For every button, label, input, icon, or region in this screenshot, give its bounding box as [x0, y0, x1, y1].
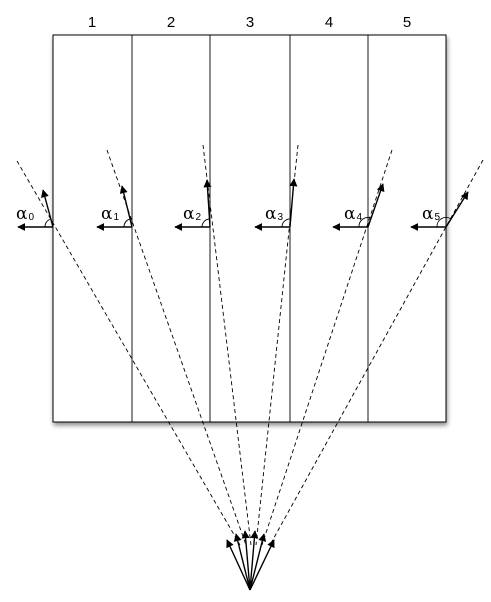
column-number: 5	[403, 14, 411, 31]
fan-arrow-icon	[241, 530, 251, 591]
angle-arc	[44, 218, 52, 228]
angle-arc	[358, 217, 372, 228]
column-number: 2	[167, 14, 175, 31]
fan-arrow-icon	[249, 539, 275, 591]
arrow-fan	[226, 530, 275, 591]
column-number: 1	[88, 14, 96, 31]
direction-arrow-icon	[119, 185, 133, 228]
fan-arrow-icon	[226, 539, 251, 591]
dashed-ray	[261, 149, 393, 546]
angle-arc	[123, 218, 131, 228]
direction-arrow-icon	[445, 191, 469, 228]
angle-label: α4	[344, 204, 362, 224]
column-number: 4	[325, 14, 333, 31]
angle-label: α5	[422, 204, 440, 224]
column-dividers	[131, 35, 369, 422]
angle-label: α2	[183, 204, 201, 224]
angle-labels: α0 α1 α2 α3 α4 α5	[16, 204, 440, 224]
direction-arrow-icon	[203, 179, 212, 228]
angle-markers	[17, 178, 469, 231]
angle-label: α0	[16, 204, 34, 224]
panel-outline	[52, 34, 447, 423]
angle-arc	[281, 218, 292, 228]
angle-label: α3	[265, 204, 283, 224]
fan-arrow-icon	[249, 533, 267, 591]
column-number: 3	[246, 14, 254, 31]
column-numbers: 1 2 3 4 5	[88, 14, 411, 31]
fan-arrow-icon	[233, 533, 251, 591]
angle-arc	[436, 217, 452, 228]
fan-arrow-icon	[249, 530, 259, 591]
direction-arrow-icon	[41, 189, 54, 228]
direction-arrow-icon	[367, 183, 385, 228]
angle-label: α1	[101, 204, 119, 224]
angle-arc	[201, 218, 210, 228]
